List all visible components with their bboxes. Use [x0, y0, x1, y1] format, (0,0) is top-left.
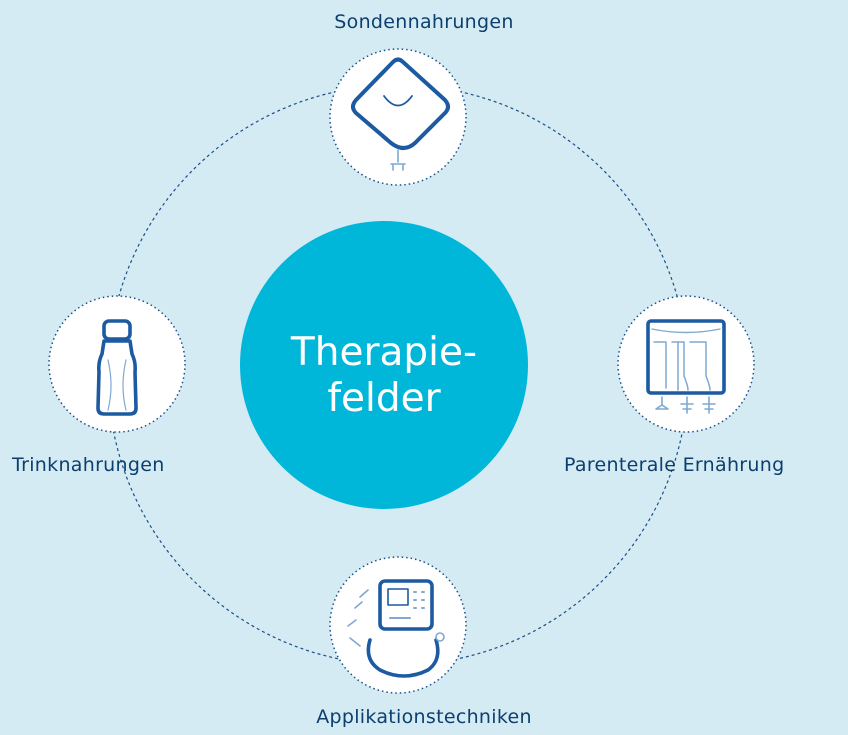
node-sondennahrungen[interactable]: [329, 48, 467, 186]
center-title-line1: Therapie-: [290, 330, 478, 375]
center-circle: [240, 221, 528, 509]
node-trinknahrungen[interactable]: [48, 295, 186, 433]
drink-bottle-icon: [96, 319, 138, 416]
label-applikationstechniken[interactable]: Applikationstechniken: [316, 706, 532, 728]
tube-feeding-bag-icon: [351, 57, 450, 171]
center-title-line2: felder: [327, 376, 441, 421]
label-trinknahrungen[interactable]: Trinknahrungen: [12, 454, 165, 476]
node-parenterale-ernaehrung[interactable]: [617, 295, 755, 433]
feeding-pump-icon: [347, 579, 445, 678]
label-parenterale-ernaehrung[interactable]: Parenterale Ernährung: [564, 454, 785, 476]
node-applikationstechniken[interactable]: [329, 556, 467, 694]
center-title: Therapie- felder: [243, 330, 525, 422]
parenteral-bag-icon: [646, 319, 726, 414]
label-sondennahrungen[interactable]: Sondennahrungen: [334, 11, 514, 33]
